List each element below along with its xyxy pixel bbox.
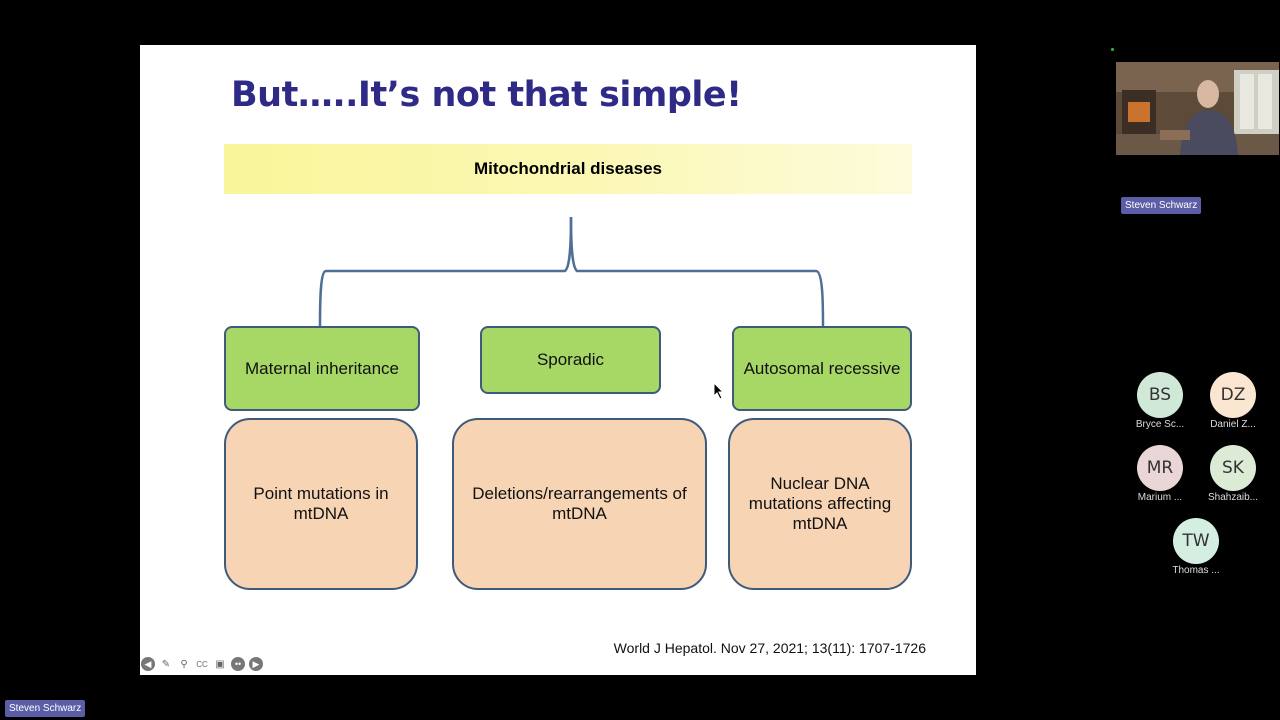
detail-nuclear-dna: Nuclear DNA mutations affecting mtDNA: [728, 418, 912, 590]
speaker-video-frame: [1116, 62, 1279, 155]
participant-tile[interactable]: SK Shahzaib...: [1203, 445, 1263, 503]
avatar: DZ: [1210, 372, 1256, 418]
detail-point-mutations: Point mutations in mtDNA: [224, 418, 418, 590]
presentation-toolbar: ◀ ✎ ⚲ CC ▣ •• ▶: [141, 657, 263, 671]
tree-connector: [318, 216, 825, 328]
category-maternal-inheritance: Maternal inheritance: [224, 326, 420, 411]
shared-slide: But…..It’s not that simple! Mitochondria…: [140, 45, 976, 675]
participant-name: Thomas ...: [1172, 565, 1220, 576]
pen-icon[interactable]: ✎: [161, 658, 171, 670]
participant-tile[interactable]: TW Thomas ...: [1166, 518, 1226, 576]
category-sporadic: Sporadic: [480, 326, 661, 394]
slide-title: But…..It’s not that simple!: [231, 75, 742, 115]
mouse-cursor-icon: [713, 382, 725, 400]
back-icon[interactable]: ◀: [141, 657, 155, 671]
detail-deletions: Deletions/rearrangements of mtDNA: [452, 418, 707, 590]
speaker-video[interactable]: [1116, 62, 1279, 155]
avatar: MR: [1137, 445, 1183, 491]
participant-name: Bryce Sc...: [1135, 419, 1185, 430]
active-speaker-indicator: [1111, 48, 1114, 51]
forward-icon[interactable]: ▶: [249, 657, 263, 671]
participant-tile[interactable]: MR Marium ...: [1130, 445, 1190, 503]
participant-name: Marium ...: [1137, 492, 1183, 503]
participant-name: Shahzaib...: [1207, 492, 1259, 503]
captions-icon[interactable]: CC: [196, 659, 208, 669]
presenter-name-tag: Steven Schwarz: [5, 700, 86, 717]
avatar: SK: [1210, 445, 1256, 491]
avatar: BS: [1137, 372, 1183, 418]
citation: World J Hepatol. Nov 27, 2021; 13(11): 1…: [613, 640, 926, 656]
category-autosomal-recessive: Autosomal recessive: [732, 326, 912, 411]
zoom-icon[interactable]: ⚲: [180, 658, 188, 670]
banner-mitochondrial-diseases: Mitochondrial diseases: [224, 144, 912, 194]
more-icon[interactable]: ••: [231, 657, 245, 671]
avatar: TW: [1173, 518, 1219, 564]
participant-tile[interactable]: DZ Daniel Z...: [1203, 372, 1263, 430]
speaker-name-tag: Steven Schwarz: [1121, 197, 1202, 214]
participant-name: Daniel Z...: [1210, 419, 1256, 430]
participant-tile[interactable]: BS Bryce Sc...: [1130, 372, 1190, 430]
video-icon[interactable]: ▣: [215, 658, 225, 670]
